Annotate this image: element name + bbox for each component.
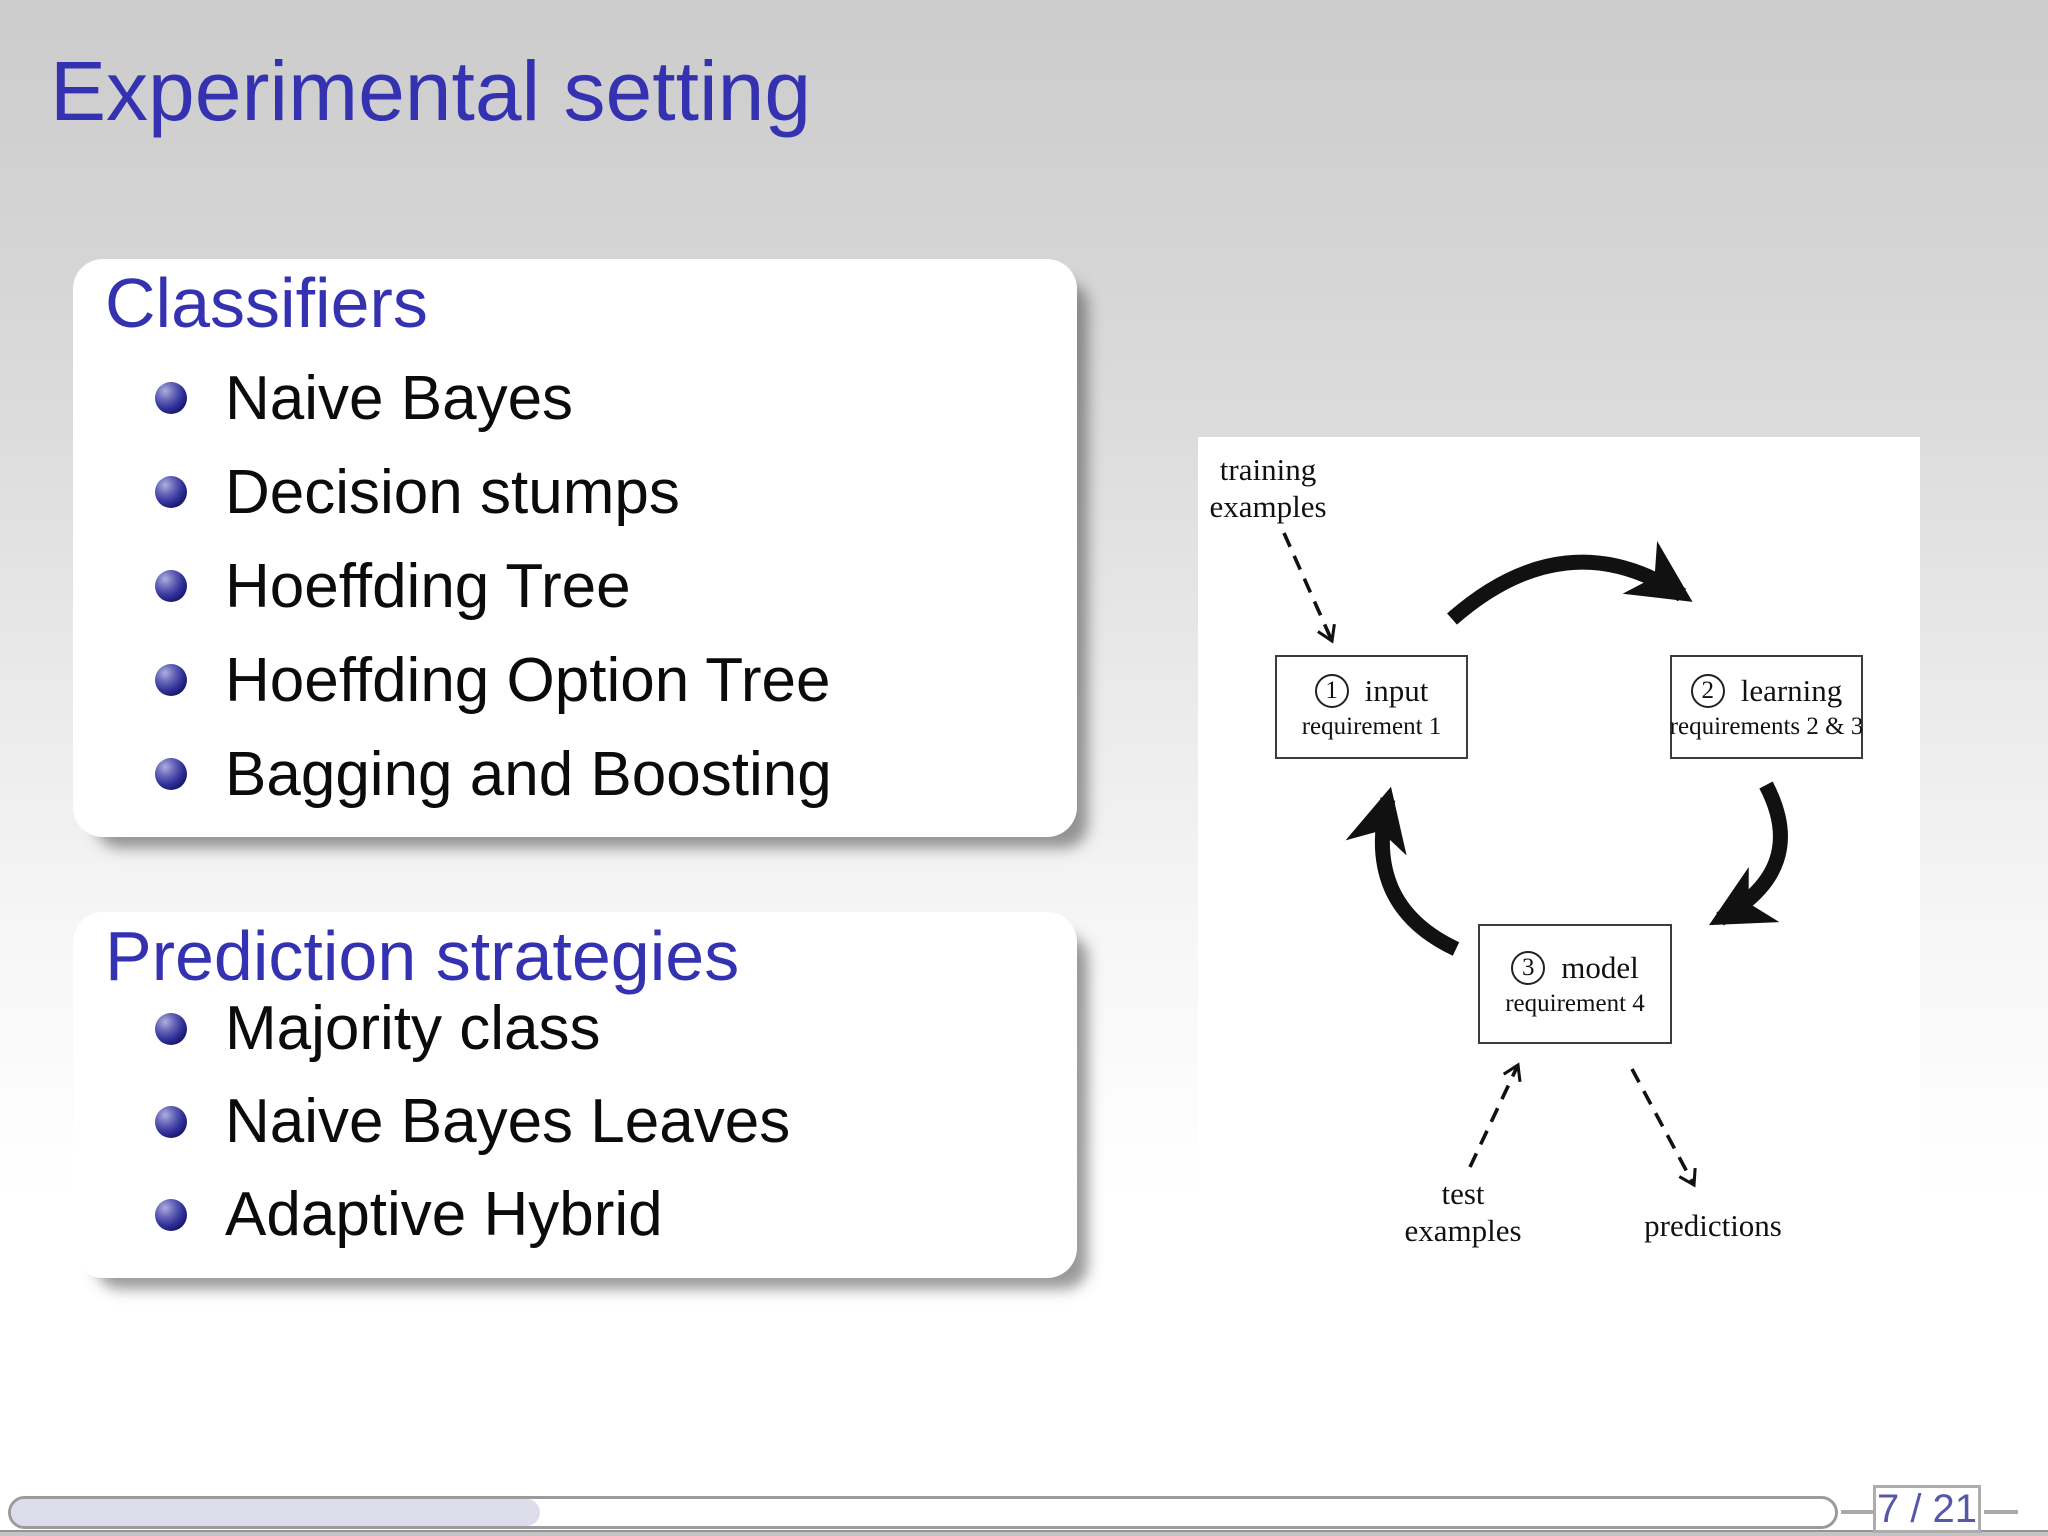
node-learning-subtitle: requirements 2 & 3 (1669, 713, 1864, 740)
training-examples-label: training examples (1198, 451, 1338, 525)
diagram-node-learning: 2 learning requirements 2 & 3 (1670, 655, 1863, 759)
bullet-ball-icon (155, 382, 187, 414)
training-label-line2: examples (1209, 489, 1327, 524)
node-input-title-row: 1 input (1314, 671, 1429, 711)
footer-connector-line-left (1841, 1510, 1873, 1514)
arrow-input-to-learning (1447, 541, 1693, 625)
test-label-line2: examples (1404, 1213, 1522, 1248)
list-item: Decision stumps (73, 445, 1077, 539)
classifiers-block: Classifiers Naive Bayes Decision stumps … (73, 259, 1077, 837)
list-item-label: Naive Bayes Leaves (225, 1087, 791, 1156)
list-item: Bagging and Boosting (73, 727, 1077, 821)
training-label-line1: training (1219, 452, 1317, 487)
circled-number-2: 2 (1690, 674, 1725, 708)
node-model-title-row: 3 model (1511, 948, 1639, 988)
list-item-label: Hoeffding Tree (225, 551, 631, 621)
bullet-ball-icon (155, 758, 187, 790)
list-item-label: Majority class (225, 994, 601, 1063)
slide-title: Experimental setting (50, 44, 812, 138)
list-item-label: Adaptive Hybrid (225, 1180, 663, 1249)
node-model-subtitle: requirement 4 (1505, 990, 1645, 1017)
bullet-ball-icon (155, 1198, 187, 1231)
arrow-training-to-input (1282, 532, 1336, 644)
page-indicator: 7 / 21 (1873, 1485, 1981, 1533)
diagram-node-input: 1 input requirement 1 (1275, 655, 1468, 759)
progress-fill (11, 1499, 540, 1526)
prediction-strategies-block: Prediction strategies Majority class Nai… (73, 912, 1077, 1278)
learning-cycle-diagram: training examples 1 input requirement 1 … (1198, 437, 1920, 1295)
node-input-subtitle: requirement 1 (1301, 713, 1442, 740)
classifiers-list: Naive Bayes Decision stumps Hoeffding Tr… (73, 351, 1077, 821)
test-examples-label: test examples (1373, 1175, 1553, 1249)
list-item: Naive Bayes (73, 351, 1077, 445)
progress-bar-track (8, 1496, 1838, 1529)
arrow-model-to-predictions (1630, 1068, 1697, 1188)
slide-bottom-edge (0, 1530, 2048, 1536)
prediction-strategies-list: Majority class Naive Bayes Leaves Adapti… (73, 982, 1077, 1261)
prediction-strategies-block-title: Prediction strategies (105, 917, 740, 995)
list-item-label: Decision stumps (225, 457, 680, 527)
list-item: Adaptive Hybrid (73, 1168, 1077, 1261)
list-item: Naive Bayes Leaves (73, 1075, 1077, 1168)
circled-number-3: 3 (1511, 951, 1546, 985)
list-item-label: Hoeffding Option Tree (225, 645, 831, 715)
arrow-learning-to-model (1708, 781, 1788, 926)
diagram-node-model: 3 model requirement 4 (1478, 924, 1672, 1044)
arrow-model-to-input (1345, 786, 1460, 956)
node-learning-title: learning (1740, 673, 1843, 708)
bullet-ball-icon (155, 570, 187, 602)
node-learning-title-row: 2 learning (1690, 671, 1843, 711)
bullet-ball-icon (155, 476, 187, 508)
bullet-ball-icon (155, 664, 187, 696)
list-item: Hoeffding Tree (73, 539, 1077, 633)
list-item-label: Bagging and Boosting (225, 739, 832, 809)
arrow-test-to-model (1468, 1062, 1522, 1168)
footer-connector-line-right (1984, 1510, 2018, 1514)
test-label-line1: test (1441, 1176, 1485, 1211)
node-model-title: model (1561, 950, 1639, 985)
list-item-label: Naive Bayes (225, 363, 574, 433)
list-item: Hoeffding Option Tree (73, 633, 1077, 727)
node-input-title: input (1364, 673, 1429, 708)
list-item: Majority class (73, 982, 1077, 1075)
bullet-ball-icon (155, 1012, 187, 1045)
cycle-arrows (1282, 532, 1788, 1188)
circled-number-1: 1 (1314, 674, 1349, 708)
predictions-label: predictions (1644, 1208, 1782, 1243)
bullet-ball-icon (155, 1105, 187, 1138)
classifiers-block-title: Classifiers (105, 264, 428, 342)
